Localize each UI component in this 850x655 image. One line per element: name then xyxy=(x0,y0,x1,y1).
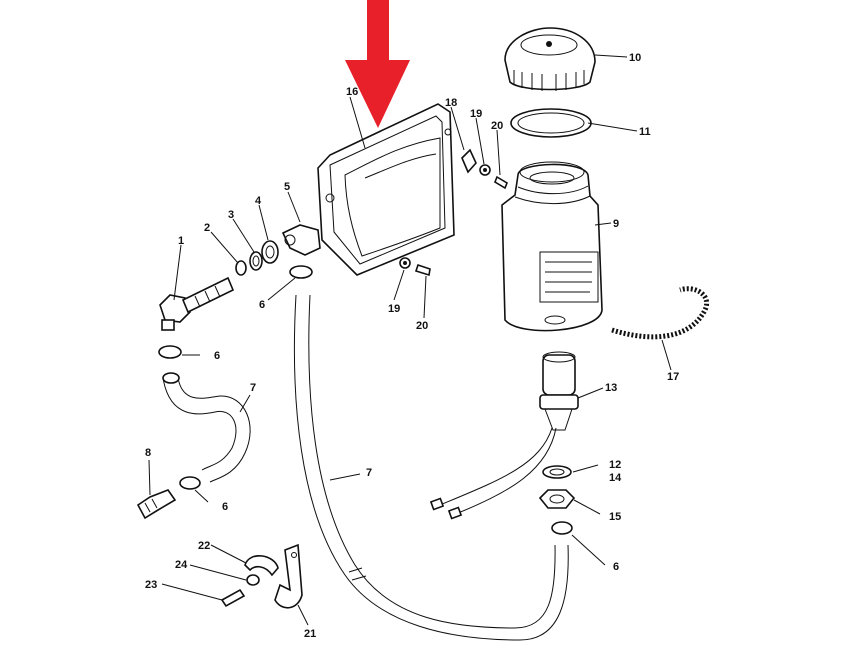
sensor-nut-part xyxy=(538,489,576,509)
loop-clamp-part xyxy=(244,555,279,577)
screw-part xyxy=(414,175,508,277)
o-ring-part xyxy=(249,251,263,271)
long-hose-part xyxy=(293,294,569,641)
reservoir-bottle-part xyxy=(501,161,603,332)
callout-6-right: 6 xyxy=(613,561,619,573)
callout-5: 5 xyxy=(284,181,290,193)
mounting-bracket-part xyxy=(317,103,455,276)
leader-lines xyxy=(148,54,672,626)
pointer-arrow xyxy=(345,0,410,128)
callout-13: 13 xyxy=(605,382,617,394)
callout-15: 15 xyxy=(609,511,621,523)
callout-19-upper: 19 xyxy=(470,108,482,120)
callout-22: 22 xyxy=(198,540,210,552)
coiled-cable-part xyxy=(611,286,710,340)
callout-6-upper-left: 6 xyxy=(214,350,220,362)
sealing-washer-part xyxy=(235,260,247,276)
callout-6-top: 6 xyxy=(259,299,265,311)
bracket-screw-part xyxy=(220,588,246,608)
clip-part xyxy=(461,148,477,174)
callout-10: 10 xyxy=(629,52,641,64)
callout-labels: 1 2 3 4 5 6 6 6 6 7 7 8 9 10 11 12 13 14… xyxy=(145,52,679,640)
elbow-fitting-part xyxy=(281,224,321,256)
callout-3: 3 xyxy=(228,209,234,221)
callout-8: 8 xyxy=(145,447,151,459)
callout-7-long: 7 xyxy=(366,467,372,479)
banjo-bolt-part xyxy=(159,276,235,331)
gasket-ring-part xyxy=(510,108,592,138)
callout-12: 12 xyxy=(609,459,621,471)
callout-19-lower: 19 xyxy=(388,303,400,315)
hose-bracket-part xyxy=(274,543,303,609)
fitting-nut-part xyxy=(261,240,279,264)
level-sensor-part xyxy=(539,351,579,431)
callout-24: 24 xyxy=(175,559,188,571)
callout-21: 21 xyxy=(304,628,316,640)
callout-1: 1 xyxy=(178,235,184,247)
short-hose-part xyxy=(162,372,251,483)
sensor-wires-part xyxy=(429,427,557,520)
callout-7-short: 7 xyxy=(250,382,256,394)
callout-23: 23 xyxy=(145,579,157,591)
sensor-washer-part xyxy=(542,465,572,479)
callout-2: 2 xyxy=(204,222,210,234)
callout-18: 18 xyxy=(445,97,457,109)
bracket-washer-part xyxy=(246,574,260,586)
callout-16: 16 xyxy=(346,86,358,98)
callout-4: 4 xyxy=(255,195,262,207)
callout-17: 17 xyxy=(667,371,679,383)
hose-nipple-part xyxy=(136,489,177,520)
callout-11: 11 xyxy=(639,126,651,138)
callout-14: 14 xyxy=(609,472,622,484)
callout-6-lower-left: 6 xyxy=(222,501,228,513)
hose-clamp-part xyxy=(158,265,573,535)
callout-20-upper: 20 xyxy=(491,120,503,132)
callout-9: 9 xyxy=(613,218,619,230)
reservoir-cap-part xyxy=(504,27,596,91)
callout-20-lower: 20 xyxy=(416,320,428,332)
washer-part xyxy=(399,164,491,269)
